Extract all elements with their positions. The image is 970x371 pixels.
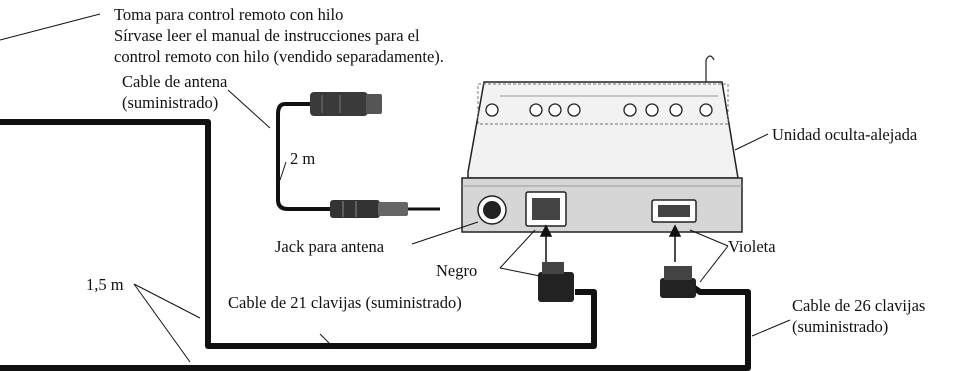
cable-21pin-label: Cable de 21 clavijas (suministrado): [228, 293, 462, 312]
plug-26pin: [660, 266, 696, 298]
hide-away-unit: [461, 55, 743, 233]
antenna-plug-male: [330, 200, 440, 218]
cable-26pin: [0, 282, 751, 371]
remote-jack-leader: [0, 13, 101, 41]
cable-26pin-line2: (suministrado): [792, 317, 889, 336]
cable-21pin: [0, 119, 597, 349]
cable-length-label: 1,5 m: [86, 275, 124, 294]
cable-26pin-line1: Cable de 26 clavijas: [792, 296, 926, 315]
remote-jack-line3: control remoto con hilo (vendido separad…: [114, 47, 444, 66]
antenna-plug-female: [310, 92, 382, 116]
remote-jack-line1: Toma para control remoto con hilo: [114, 5, 344, 24]
remote-jack-line2: Sírvase leer el manual de instrucciones …: [114, 26, 420, 45]
antenna-length-label: 2 m: [290, 149, 316, 168]
antenna-cable-line1: Cable de antena: [122, 72, 228, 91]
antenna-cable-line2: (suministrado): [122, 93, 219, 112]
antenna-cable: [276, 102, 330, 211]
antenna-jack-label: Jack para antena: [275, 237, 385, 256]
black-label: Negro: [436, 261, 478, 280]
hide-away-unit-label: Unidad oculta-alejada: [772, 125, 918, 144]
plug-21pin: [538, 262, 574, 302]
violet-label: Violeta: [728, 237, 776, 256]
